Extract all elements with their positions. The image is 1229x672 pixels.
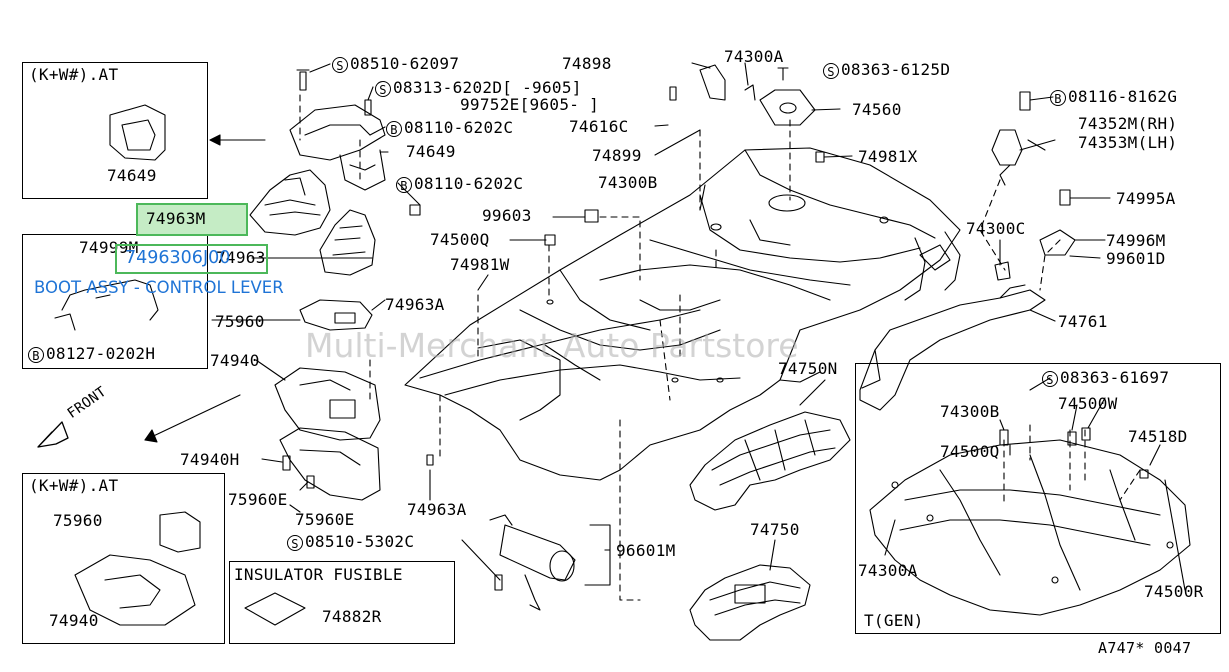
inset-middle-title: 74999M xyxy=(79,238,139,257)
inset-insulator-fusible: INSULATOR FUSIBLE 74882R xyxy=(229,561,455,644)
highlight-7496306j00[interactable]: 7496306J00 xyxy=(115,244,268,274)
label-74300b-2[interactable]: 74300B xyxy=(940,402,1000,421)
label-75960[interactable]: 75960 xyxy=(215,312,265,331)
label-99601d[interactable]: 99601D xyxy=(1106,249,1166,268)
heat-shield-74750 xyxy=(689,564,811,641)
label-74963a-2[interactable]: 74963A xyxy=(407,500,467,519)
label-74353m[interactable]: 74353M(LH) xyxy=(1078,133,1178,152)
label-74940h[interactable]: 74940H xyxy=(180,450,240,469)
label-74996m[interactable]: 74996M xyxy=(1106,231,1166,250)
label-74981w[interactable]: 74981W xyxy=(450,255,510,274)
s-circle-icon: S xyxy=(823,62,839,79)
bolts xyxy=(296,67,1149,591)
label-74750[interactable]: 74750 xyxy=(750,520,800,539)
label-74300a[interactable]: 74300A xyxy=(724,47,784,66)
label-74300a-2[interactable]: 74300A xyxy=(858,561,918,580)
label-74616c[interactable]: 74616C xyxy=(569,117,629,136)
inset-insulator-title: INSULATOR FUSIBLE xyxy=(234,565,403,584)
inset-floor-tgen: T(GEN) xyxy=(855,363,1221,634)
label-74649[interactable]: 74649 xyxy=(406,142,456,161)
label-74500r[interactable]: 74500R xyxy=(1144,582,1204,601)
s-circle-icon: S xyxy=(375,80,391,97)
b-circle-icon: B xyxy=(1050,89,1066,106)
highlight-74963m-text: 74963M xyxy=(146,209,206,228)
b-circle-icon: B xyxy=(396,176,412,193)
heat-shield-74750n xyxy=(689,411,851,511)
label-74300c[interactable]: 74300C xyxy=(966,219,1026,238)
s-circle-icon: S xyxy=(332,56,348,73)
inset-top-part-label: 74649 xyxy=(107,166,157,185)
label-74500q[interactable]: 74500Q xyxy=(430,230,490,249)
label-74995a[interactable]: 74995A xyxy=(1116,189,1176,208)
console-parts xyxy=(249,104,434,501)
leader-lines xyxy=(211,62,1186,591)
label-74761[interactable]: 74761 xyxy=(1058,312,1108,331)
boot-assy-overlay-text: BOOT ASSY - CONTROL LEVER xyxy=(34,278,284,297)
diagram-code: A747* 0047 xyxy=(1098,639,1192,657)
small-parts xyxy=(699,64,1076,281)
inset-bottom-part1-label: 75960 xyxy=(53,511,103,530)
b-circle-icon: B xyxy=(28,346,44,363)
jack-96601m xyxy=(489,514,576,611)
label-74352m[interactable]: 74352M(RH) xyxy=(1078,114,1178,133)
assembly-lines xyxy=(299,94,1141,601)
label-74981x[interactable]: 74981X xyxy=(858,147,918,166)
label-99752e[interactable]: 99752E[9605- ] xyxy=(460,95,600,114)
label-74500q-2[interactable]: 74500Q xyxy=(940,442,1000,461)
label-74940[interactable]: 74940 xyxy=(210,351,260,370)
highlight-74963m[interactable]: 74963M xyxy=(136,203,248,236)
label-74963[interactable]: 74963 xyxy=(216,248,266,267)
label-99603[interactable]: 99603 xyxy=(482,206,532,225)
b-circle-icon: B xyxy=(386,120,402,137)
inset-insulator-part-label: 74882R xyxy=(322,607,382,626)
floor-pan xyxy=(404,147,961,481)
inset-tgen-label: T(GEN) xyxy=(864,611,924,630)
label-74518d[interactable]: 74518D xyxy=(1128,427,1188,446)
watermark: Multi-Merchant Auto Partstore xyxy=(305,326,799,365)
label-74750n[interactable]: 74750N xyxy=(778,359,838,378)
label-74560[interactable]: 74560 xyxy=(852,100,902,119)
label-74898[interactable]: 74898 xyxy=(562,54,612,73)
s-circle-icon: S xyxy=(287,534,303,551)
inset-top-kw-at: (K+W#).AT 74649 xyxy=(22,62,208,199)
highlight-part-number-text: 7496306J00 xyxy=(125,248,231,268)
label-74899[interactable]: 74899 xyxy=(592,146,642,165)
label-74500w[interactable]: 74500W xyxy=(1058,394,1118,413)
inset-bottom-part2-label: 74940 xyxy=(49,611,99,630)
s-circle-icon: S xyxy=(1042,370,1058,387)
label-75960e-1[interactable]: 75960E xyxy=(228,490,288,509)
label-74300b[interactable]: 74300B xyxy=(598,173,658,192)
label-74963a-1[interactable]: 74963A xyxy=(385,295,445,314)
inset-top-title: (K+W#).AT xyxy=(29,65,119,84)
inset-bottom-kw-at: (K+W#).AT 75960 74940 xyxy=(22,473,225,644)
label-96601m[interactable]: 96601M xyxy=(616,541,676,560)
label-75960e-2[interactable]: 75960E xyxy=(295,510,355,529)
inset-drawings xyxy=(54,104,306,626)
inset-bottom-title: (K+W#).AT xyxy=(29,476,119,495)
